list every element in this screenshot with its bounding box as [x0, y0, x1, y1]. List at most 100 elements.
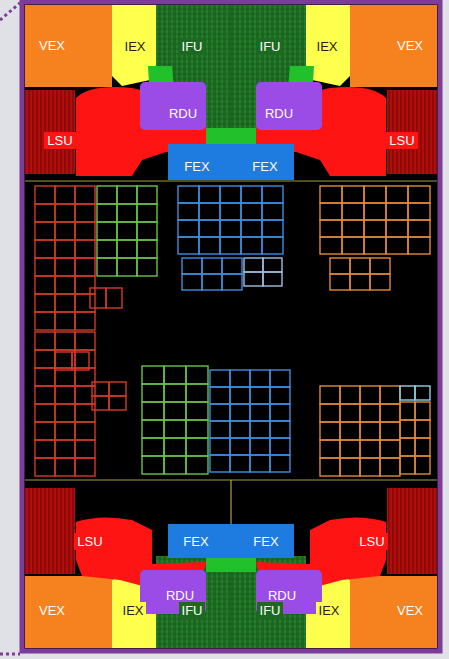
die-block: VEX — [36, 37, 68, 54]
array-cell — [370, 274, 390, 290]
array-cell — [400, 420, 415, 438]
array-cell — [360, 422, 380, 440]
array-cell — [364, 220, 386, 237]
block-label: IFU — [260, 603, 281, 618]
array-cell — [75, 204, 95, 222]
array-cell — [75, 440, 95, 458]
array-cell — [370, 258, 390, 274]
array-cell — [35, 404, 55, 422]
die-block: IEX — [122, 38, 149, 55]
die-block: FEX — [180, 533, 211, 550]
array-cell — [210, 370, 230, 387]
array-cell — [55, 332, 75, 350]
array-cell — [199, 203, 220, 220]
array-cell — [35, 240, 55, 258]
array-cell — [97, 240, 117, 258]
array-cell — [220, 203, 241, 220]
array-cell — [360, 440, 380, 458]
array-cell — [55, 404, 75, 422]
array-cell — [178, 186, 199, 203]
array-cell — [186, 456, 208, 474]
array-cell — [340, 458, 360, 476]
array-cell — [330, 274, 350, 290]
block-label: IEX — [317, 39, 338, 54]
array-cell — [75, 332, 95, 350]
die-block: FEX — [250, 533, 281, 550]
array-cell — [262, 237, 283, 254]
block-label: IEX — [123, 603, 144, 618]
array-cell — [320, 186, 342, 203]
core-top — [25, 5, 231, 180]
array-cell — [35, 332, 55, 350]
array-cell — [350, 258, 370, 274]
array-cell — [35, 222, 55, 240]
array-cell — [250, 370, 270, 387]
die-block: IFU — [257, 38, 284, 55]
block-label: LSU — [77, 534, 102, 549]
array-cell — [408, 220, 430, 237]
array-cell — [182, 274, 202, 290]
array-cell — [380, 458, 400, 476]
array-cell — [117, 222, 137, 240]
array-cell — [210, 404, 230, 421]
array-cell — [222, 274, 242, 290]
array-cell — [220, 220, 241, 237]
die-block: IEX — [314, 38, 341, 55]
array-cell — [210, 387, 230, 404]
die-block: FEX — [181, 158, 212, 175]
array-cell — [164, 420, 186, 438]
block-label: IFU — [182, 603, 203, 618]
die-block: VEX — [36, 602, 68, 619]
array-cell — [117, 258, 137, 276]
array-cell — [210, 421, 230, 438]
array-cell — [75, 350, 95, 368]
array-cell — [137, 222, 157, 240]
cache-arrays — [35, 186, 430, 476]
block-label: VEX — [397, 38, 423, 53]
array-cell — [109, 396, 126, 410]
block-label: LSU — [359, 534, 384, 549]
array-cell — [35, 440, 55, 458]
block-label: FEX — [183, 534, 208, 549]
array-cell — [262, 186, 283, 203]
array-cell — [199, 186, 220, 203]
die-block: IEX — [316, 602, 343, 619]
array-cell — [55, 204, 75, 222]
array-cell — [178, 220, 199, 237]
array-cell — [75, 222, 95, 240]
array-cell — [342, 220, 364, 237]
array-cell — [220, 186, 241, 203]
array-cell — [35, 312, 55, 330]
array-cell — [320, 203, 342, 220]
array-cell — [210, 438, 230, 455]
array-cell — [230, 370, 250, 387]
array-cell — [380, 404, 400, 422]
block-label: VEX — [39, 603, 65, 618]
array-cell — [244, 258, 263, 272]
array-cell — [342, 237, 364, 254]
die-block: RDU — [262, 105, 296, 122]
array-cell — [415, 438, 430, 456]
boundary-line — [25, 181, 437, 182]
array-cell — [400, 456, 415, 474]
block-label: RDU — [169, 106, 197, 121]
array-cell — [142, 402, 164, 420]
array-cell — [415, 420, 430, 438]
array-cell — [408, 186, 430, 203]
array-cell — [386, 186, 408, 203]
die-block: LSU — [74, 533, 105, 550]
array-cell — [75, 276, 95, 294]
array-cell — [75, 258, 95, 276]
block-label: IEX — [319, 603, 340, 618]
block-label: RDU — [166, 588, 194, 603]
die-block: IFU — [179, 38, 206, 55]
array-cell — [109, 382, 126, 396]
array-cell — [202, 258, 222, 274]
array-cell — [186, 402, 208, 420]
array-cell — [75, 422, 95, 440]
array-cell — [380, 386, 400, 404]
die-block: LSU — [386, 132, 417, 149]
array-cell — [270, 421, 290, 438]
array-cell — [340, 440, 360, 458]
